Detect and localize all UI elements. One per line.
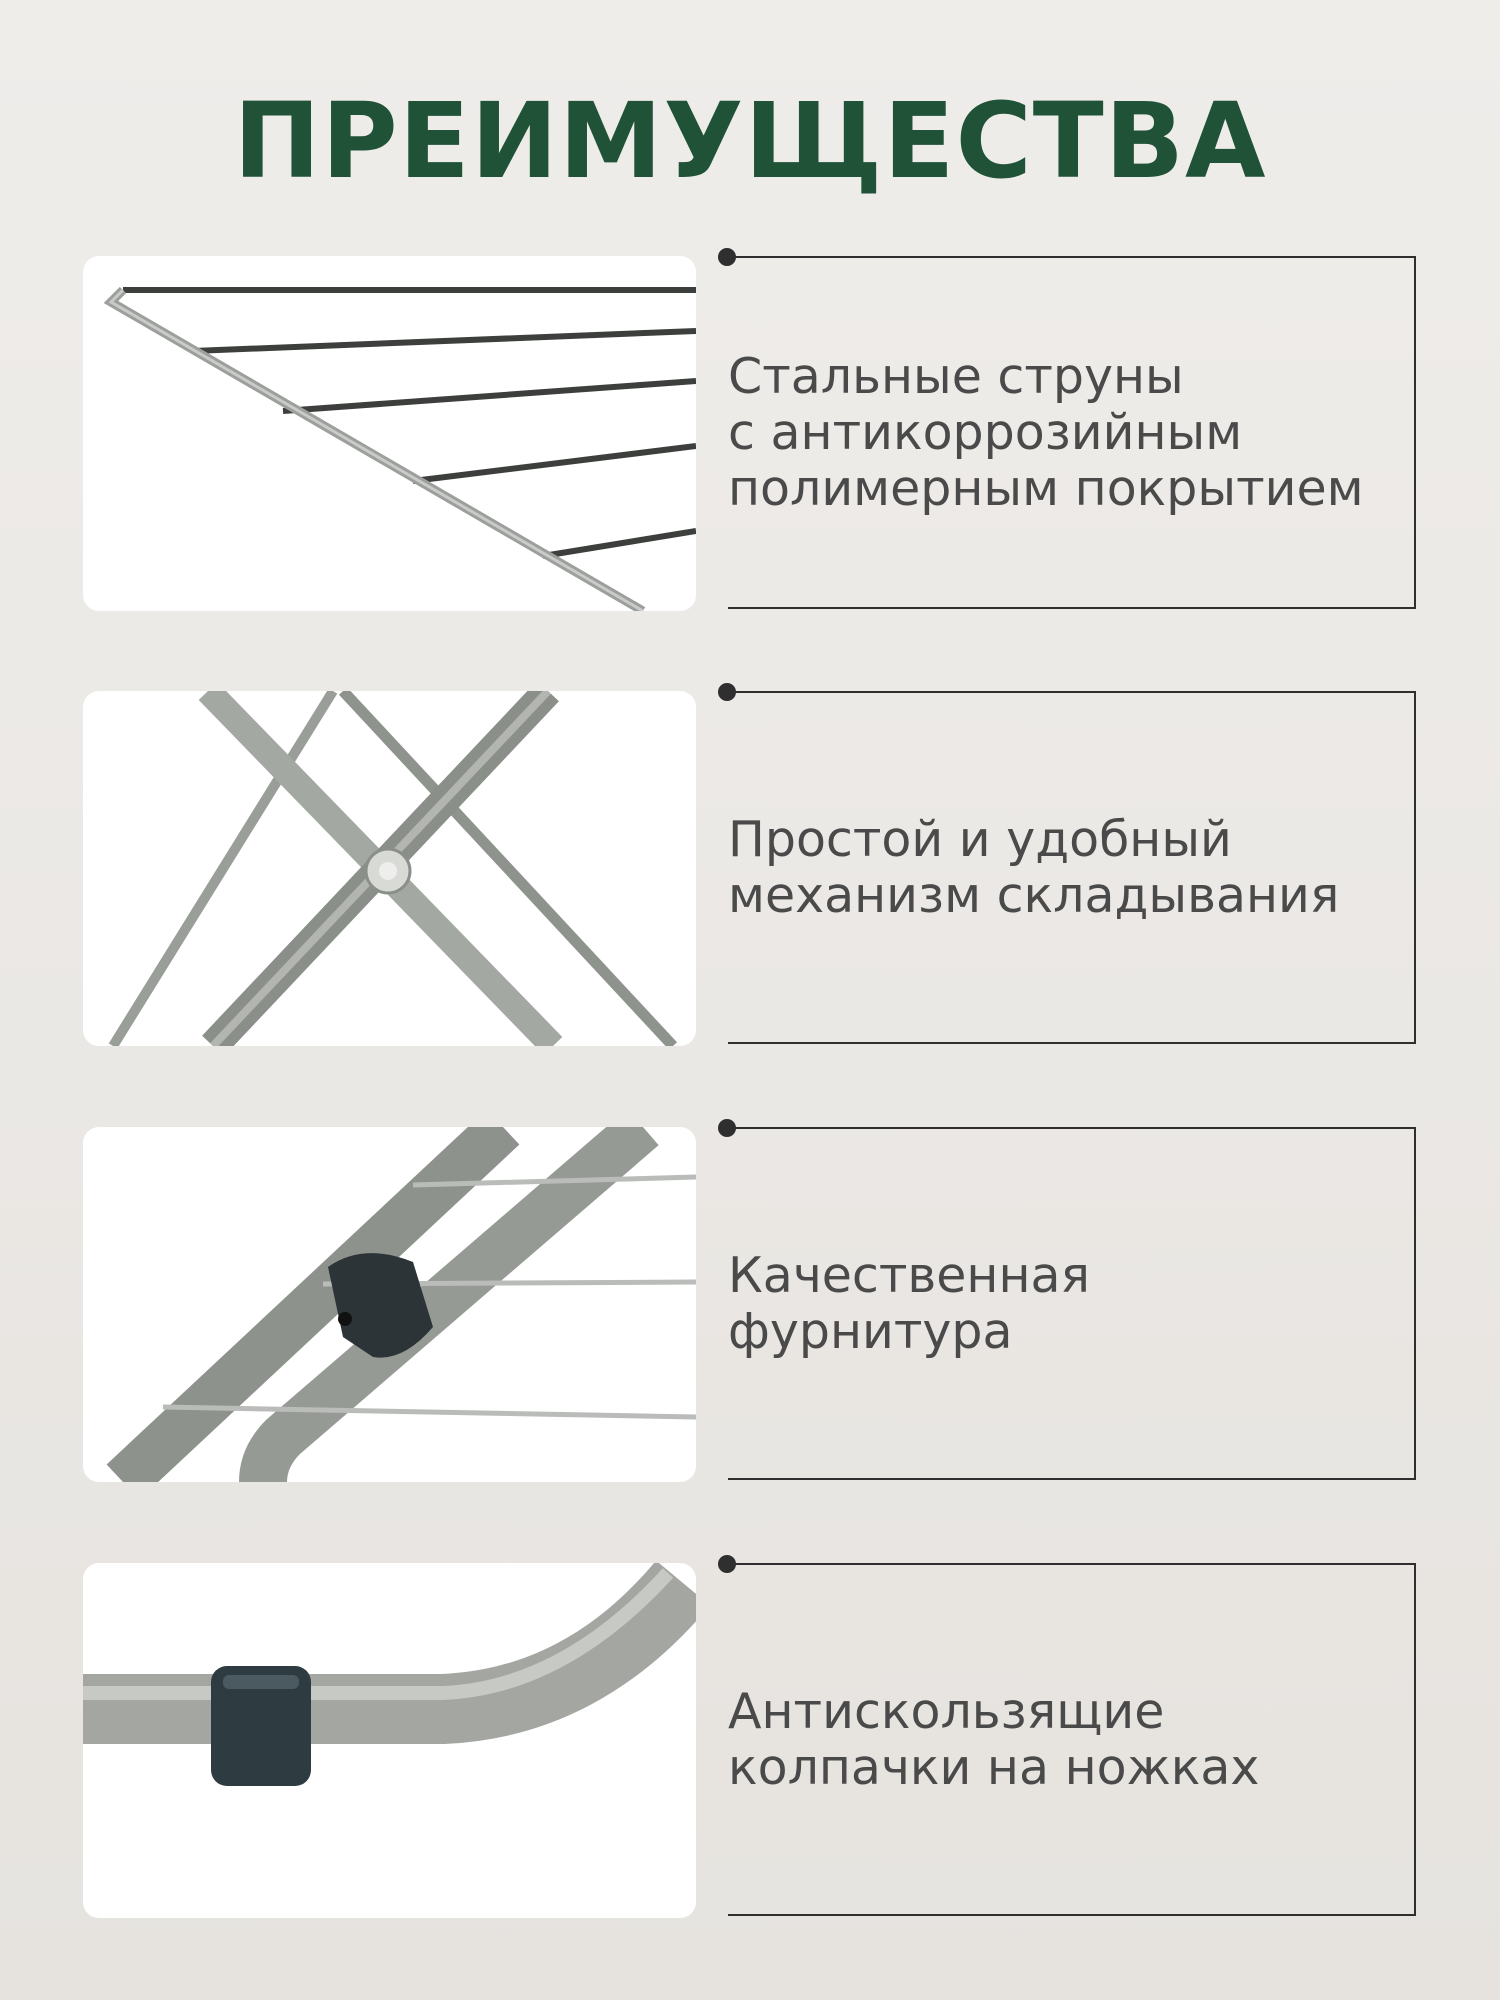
feature-text: Стальные струны с антикоррозийным полиме…: [728, 347, 1364, 517]
fittings-image: [106, 1127, 696, 1482]
bullet-dot: [718, 1555, 736, 1573]
feature-frame: Антискользящие колпачки на ножках: [718, 1555, 1416, 1916]
feature-frame: Простой и удобный механизм складывания: [718, 683, 1416, 1044]
bullet-dot: [718, 1119, 736, 1137]
feature-text: Антискользящие колпачки на ножках: [728, 1682, 1260, 1796]
feature-frame: Стальные струны с антикоррозийным полиме…: [718, 248, 1416, 609]
feature-image-steel-strings: [83, 256, 696, 611]
steel-strings-image: [103, 286, 696, 611]
page-title: ПРЕИМУЩЕСТВА: [233, 80, 1267, 202]
feature-image-caps: [83, 1563, 696, 1918]
feature-image-folding: [83, 691, 696, 1046]
feature-image-fittings: [83, 1127, 696, 1482]
bullet-dot: [718, 683, 736, 701]
feature-text: Простой и удобный механизм складывания: [728, 810, 1340, 924]
folding-mechanism-image: [108, 691, 678, 1046]
bullet-dot: [718, 248, 736, 266]
anti-slip-caps-image: [83, 1563, 696, 1786]
feature-text: Качественная фурнитура: [728, 1246, 1090, 1360]
feature-frame: Качественная фурнитура: [718, 1119, 1416, 1480]
